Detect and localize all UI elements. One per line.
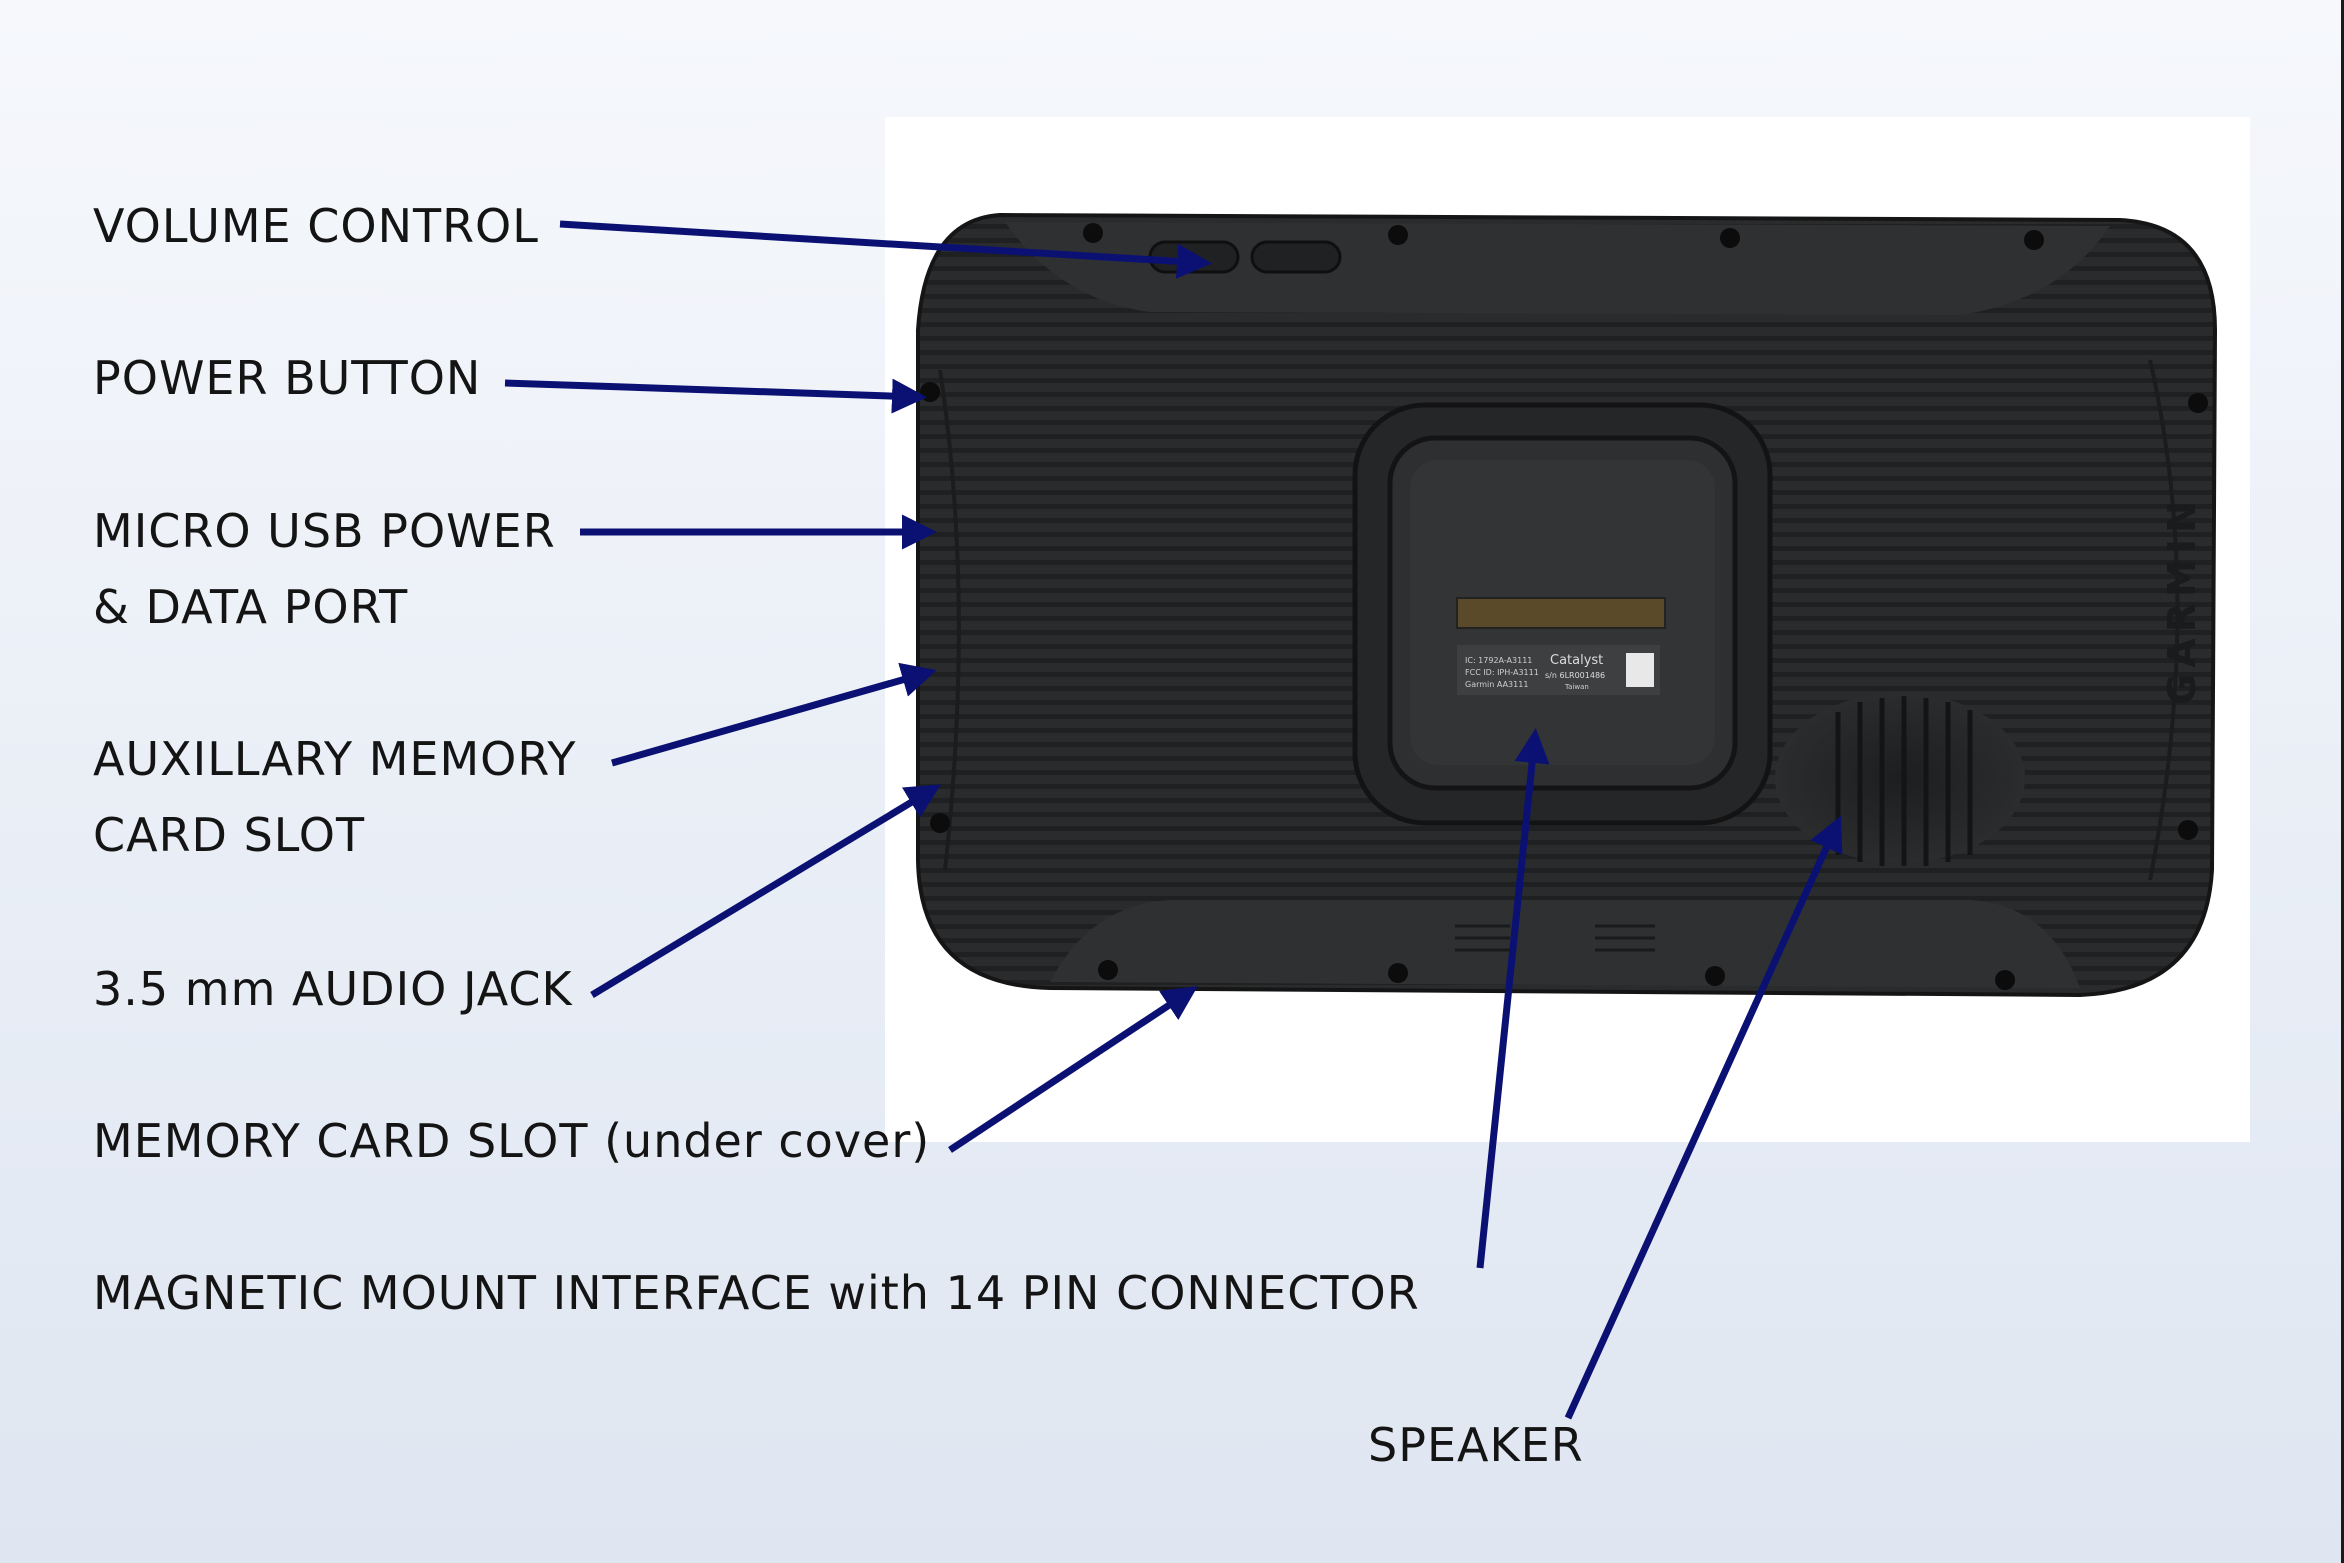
volume-up-button xyxy=(1250,240,1342,274)
label-speaker: SPEAKER xyxy=(1368,1418,1584,1472)
plate-serial-text: s/n 6LR001486 xyxy=(1545,671,1605,680)
gps-device-back: IC: 1792A-A3111 FCC ID: IPH-A3111 Garmin… xyxy=(916,212,2218,998)
pin-connector xyxy=(1456,597,1666,629)
brand-logo-text: GARMIN xyxy=(2160,495,2204,705)
memory-card-cover xyxy=(1050,900,2080,988)
label-plate: IC: 1792A-A3111 FCC ID: IPH-A3111 Garmin… xyxy=(1457,645,1660,695)
plate-model-text: Catalyst xyxy=(1550,653,1603,668)
arrow-audio-jack xyxy=(590,784,941,998)
arrow-volume-control xyxy=(559,220,1212,279)
label-memory-card-slot: MEMORY CARD SLOT (under cover) xyxy=(93,1114,931,1168)
right-border xyxy=(2341,0,2344,1563)
label-micro-usb-line1: MICRO USB POWER xyxy=(93,504,556,558)
qr-code xyxy=(1626,653,1654,687)
label-aux-memory-line1: AUXILLARY MEMORY xyxy=(93,732,577,786)
plate-fcc-text: FCC ID: IPH-A3111 xyxy=(1465,668,1539,677)
arrow-power-button xyxy=(504,378,927,414)
arrow-speaker xyxy=(1564,815,1843,1420)
label-aux-memory-line2: CARD SLOT xyxy=(93,808,366,862)
arrow-aux-memory xyxy=(611,662,937,767)
speaker-slots xyxy=(1835,696,1973,866)
label-audio-jack: 3.5 mm AUDIO JACK xyxy=(93,962,573,1016)
plate-ic-text: IC: 1792A-A3111 xyxy=(1465,656,1532,665)
label-volume-control: VOLUME CONTROL xyxy=(93,199,539,253)
cover-slits xyxy=(1455,924,1655,952)
label-aux-memory: AUXILLARY MEMORY CARD SLOT xyxy=(93,721,577,873)
plate-origin-text: Taiwan xyxy=(1564,683,1589,691)
arrow-magnetic-mount xyxy=(1476,728,1550,1269)
label-micro-usb-line2: & DATA PORT xyxy=(93,580,409,634)
label-power-button: POWER BUTTON xyxy=(93,351,482,405)
label-micro-usb: MICRO USB POWER & DATA PORT xyxy=(93,493,556,645)
speaker-grille xyxy=(1775,693,2025,863)
label-magnetic-mount: MAGNETIC MOUNT INTERFACE with 14 PIN CON… xyxy=(93,1266,1420,1320)
arrow-memory-card-slot xyxy=(948,986,1198,1153)
plate-garmin-text: Garmin AA3111 xyxy=(1465,680,1528,689)
